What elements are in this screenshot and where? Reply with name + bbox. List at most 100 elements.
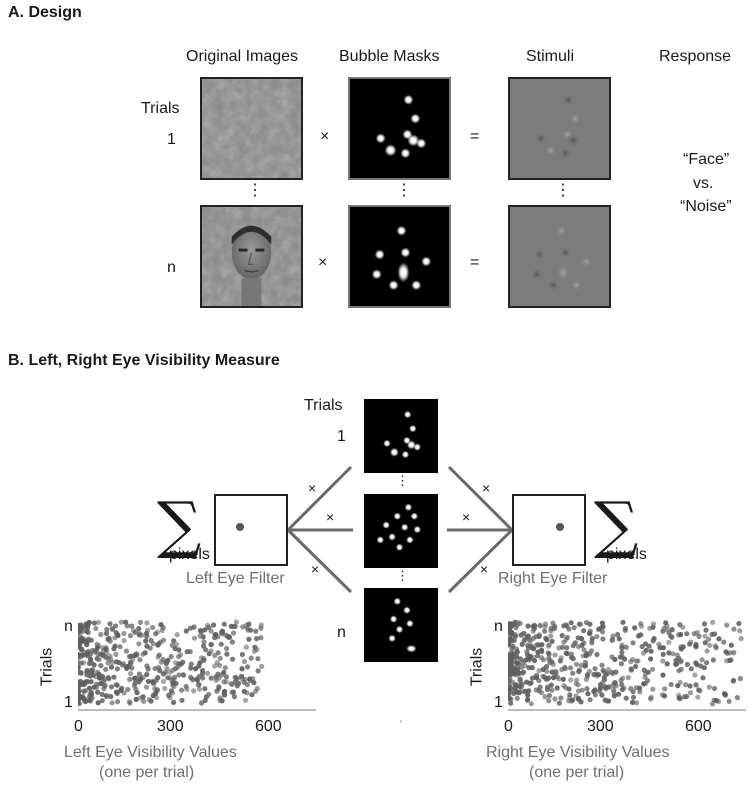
scatter-point <box>546 698 552 704</box>
scatter-point <box>100 645 106 651</box>
mask-b-trial-1 <box>364 399 438 473</box>
right-y-tick-n: n <box>494 618 503 635</box>
stimulus-trial-n <box>508 205 611 308</box>
scatter-point <box>542 694 548 700</box>
scatter-point <box>601 677 608 683</box>
left-scatter-plot <box>78 619 316 711</box>
scatter-point <box>536 633 542 640</box>
scatter-point <box>615 631 621 638</box>
scatter-point <box>259 663 265 669</box>
scatter-point <box>519 641 525 647</box>
scatter-point <box>95 689 101 695</box>
scatter-point <box>224 651 230 657</box>
scatter-point <box>143 684 150 690</box>
scatter-point <box>632 625 638 631</box>
scatter-point <box>78 695 83 701</box>
scatter-point <box>137 619 144 625</box>
scatter-point <box>683 682 689 688</box>
scatter-point <box>152 665 158 672</box>
scatter-point <box>164 665 170 672</box>
scatter-point <box>537 622 543 629</box>
mask-b-trial-n <box>364 588 438 662</box>
scatter-point <box>630 640 636 646</box>
scatter-point <box>127 676 133 682</box>
scatter-point <box>221 621 227 627</box>
scatter-point <box>144 671 150 677</box>
scatter-point <box>609 637 615 643</box>
scatter-point <box>659 692 666 698</box>
scatter-point <box>82 688 89 694</box>
scatter-point <box>640 650 647 656</box>
scatter-point <box>141 698 147 704</box>
scatter-point <box>548 625 554 631</box>
scatter-point <box>536 668 542 674</box>
scatter-point <box>722 692 729 698</box>
left-y-tick-1: 1 <box>64 694 73 711</box>
scatter-point <box>542 621 549 627</box>
equals-sign-an: = <box>470 254 480 271</box>
scatter-point <box>609 654 615 660</box>
scatter-point <box>103 630 110 637</box>
scatter-point <box>544 668 550 674</box>
scatter-point <box>561 639 567 645</box>
scatter-point <box>591 671 597 678</box>
scatter-point <box>157 668 163 674</box>
scatter-point <box>576 668 582 675</box>
equals-sign-a1: = <box>470 128 480 145</box>
scatter-point <box>549 638 555 644</box>
left-x-axis-label: Left Eye Visibility Values <box>64 744 237 761</box>
scatter-point <box>113 682 119 688</box>
scatter-point <box>592 666 598 672</box>
scatter-point <box>255 668 261 674</box>
scatter-point <box>144 643 150 649</box>
scatter-point <box>564 645 570 651</box>
scatter-point <box>180 672 186 678</box>
scatter-point <box>109 660 115 666</box>
scatter-point <box>664 627 670 633</box>
scatter-point <box>660 672 666 678</box>
scatter-point <box>150 641 156 647</box>
scatter-point <box>194 677 200 683</box>
scatter-point <box>691 631 697 637</box>
scatter-point <box>245 664 251 670</box>
scatter-point <box>619 686 625 693</box>
scatter-point <box>254 646 260 653</box>
scatter-point <box>529 675 536 681</box>
scatter-point <box>169 642 175 648</box>
scatter-point <box>539 655 545 661</box>
scatter-point <box>559 632 565 639</box>
scatter-point <box>600 624 606 630</box>
scatter-point <box>678 658 684 664</box>
scatter-point <box>611 693 617 699</box>
noise-image-trial-1 <box>200 77 303 180</box>
scatter-point <box>586 630 593 636</box>
scatter-point <box>650 666 656 672</box>
scatter-point <box>695 694 701 700</box>
scatter-point <box>570 656 576 662</box>
scatter-point <box>132 629 138 635</box>
scatter-point <box>140 651 146 657</box>
scatter-point <box>558 695 564 701</box>
scatter-point <box>574 661 580 667</box>
scatter-point <box>78 668 81 674</box>
scatter-point <box>121 630 127 637</box>
scatter-point <box>564 634 570 640</box>
scatter-point <box>241 658 248 665</box>
scatter-point <box>228 681 234 687</box>
scatter-point <box>587 697 593 703</box>
scatter-point <box>539 647 545 653</box>
scatter-point <box>701 621 708 627</box>
scatter-point <box>636 633 642 639</box>
scatter-point <box>513 633 519 639</box>
scatter-point <box>577 621 584 627</box>
scatter-point <box>78 659 81 665</box>
scatter-point <box>155 675 161 681</box>
scatter-point <box>576 695 582 701</box>
scatter-point <box>552 696 558 702</box>
scatter-point <box>589 636 595 642</box>
scatter-point <box>171 638 177 644</box>
mask-b-trial-mid <box>364 494 438 568</box>
left-x-tick-600: 600 <box>255 718 282 735</box>
scatter-point <box>230 630 237 636</box>
scatter-point <box>702 640 708 646</box>
